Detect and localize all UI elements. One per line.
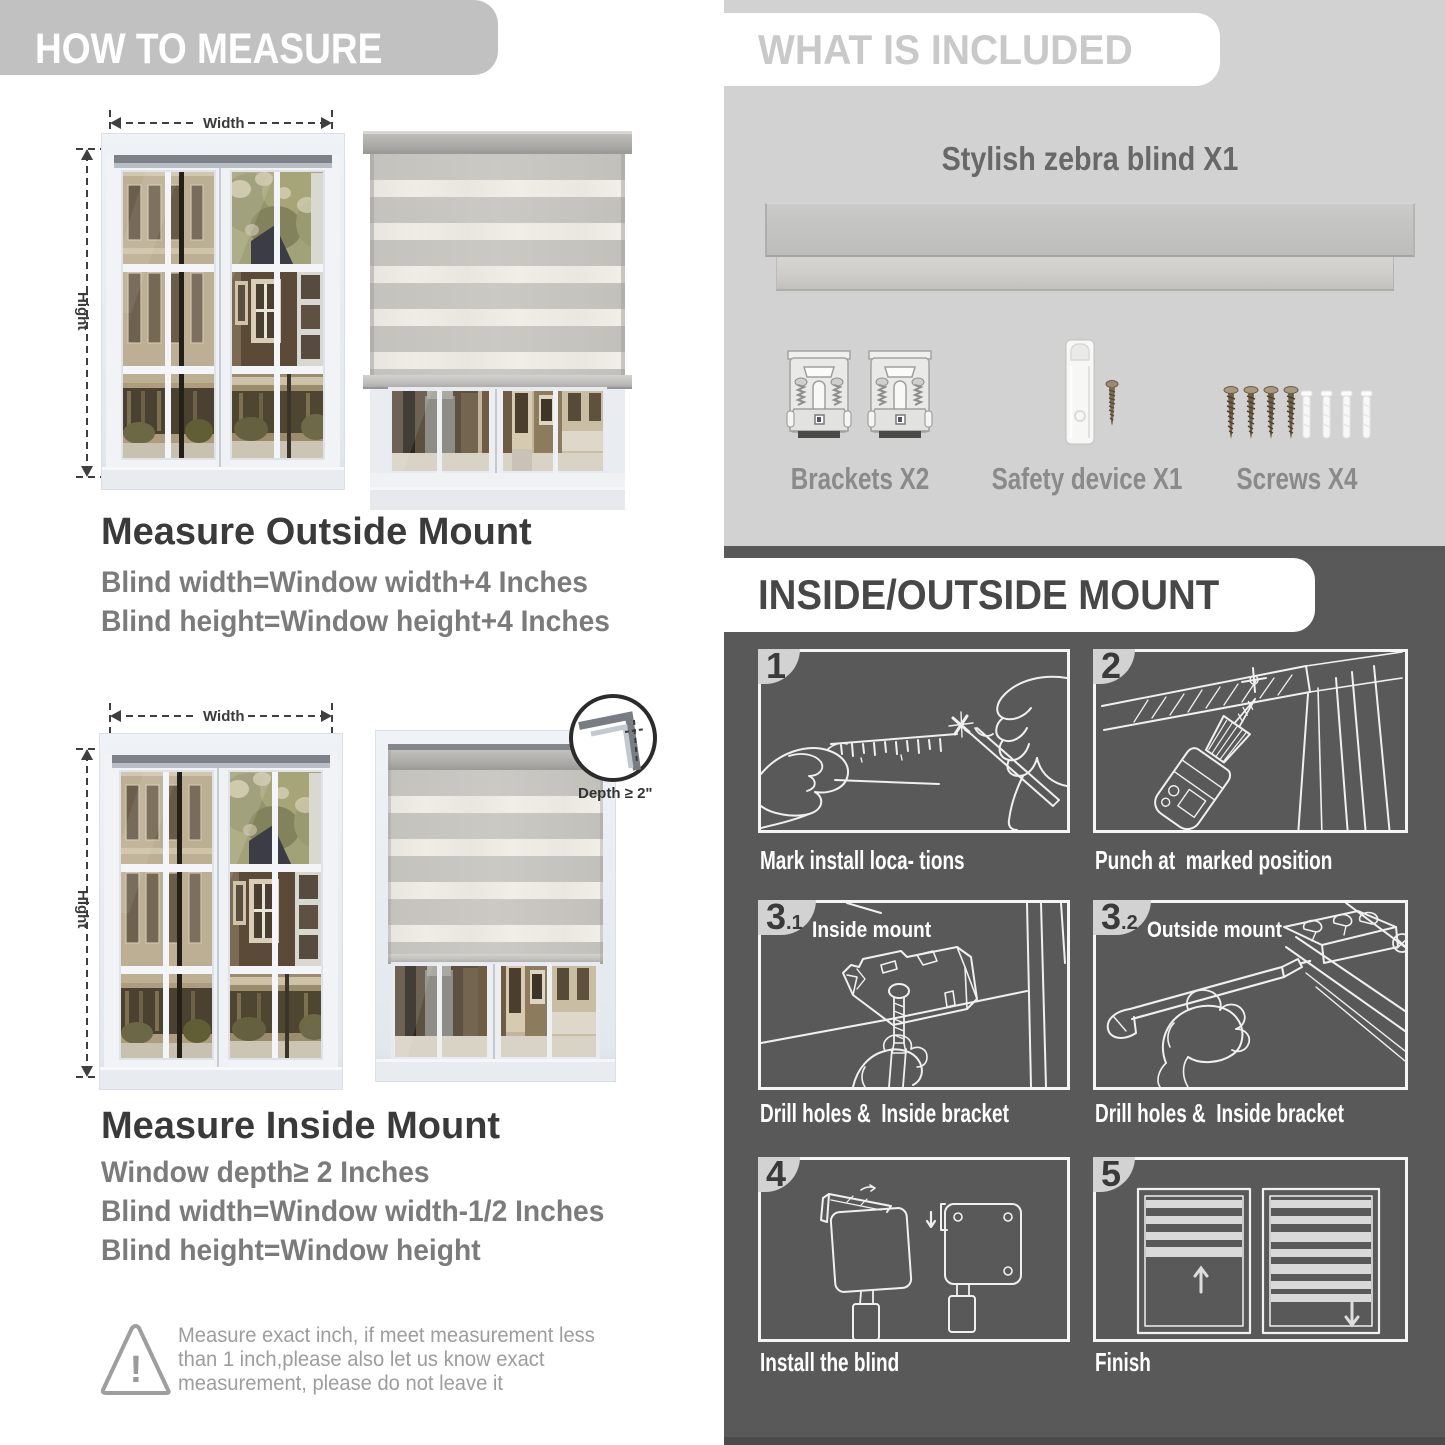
svg-text:!: ! bbox=[130, 1349, 143, 1391]
